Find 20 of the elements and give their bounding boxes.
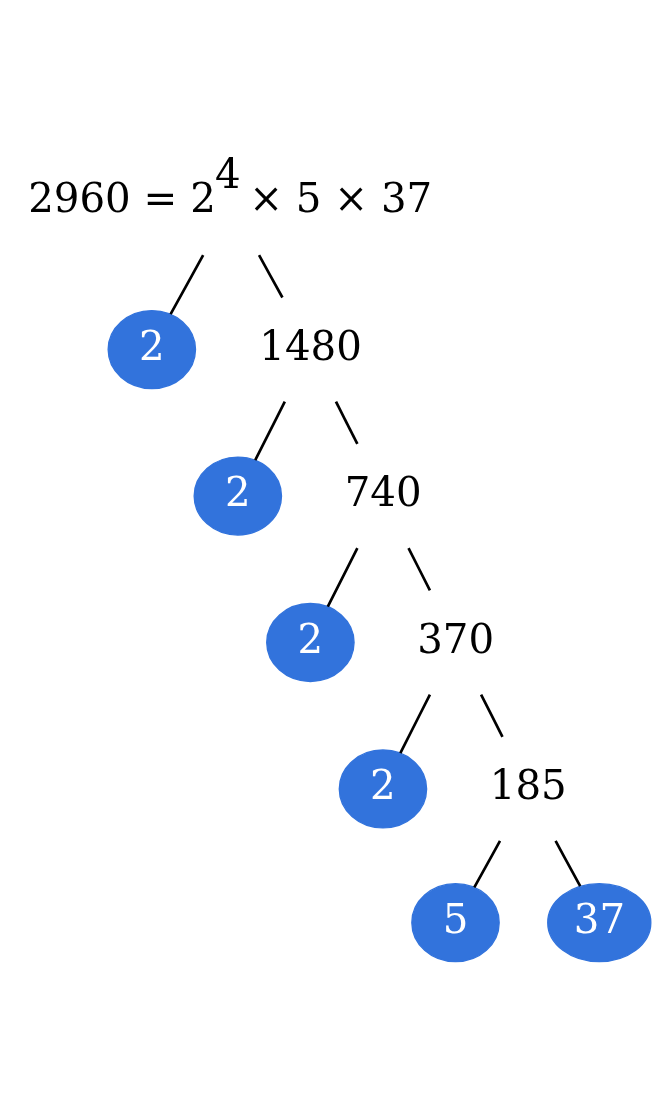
- connector: [334, 401, 359, 445]
- connector: [254, 401, 286, 461]
- connector: [407, 547, 432, 592]
- connector: [257, 254, 284, 299]
- node-ellipse: 2: [338, 749, 428, 829]
- node-text: 370: [417, 615, 495, 663]
- node-text: 1480: [259, 322, 362, 370]
- node-ellipse: 2: [266, 602, 355, 683]
- connector: [399, 693, 432, 754]
- node-ellipse: 37: [547, 883, 652, 963]
- connector: [473, 840, 502, 889]
- node-ellipse: 2: [193, 456, 283, 536]
- node-text: 185: [489, 762, 567, 810]
- connector: [326, 547, 359, 608]
- node-text: 740: [344, 469, 422, 517]
- connector: [479, 693, 504, 738]
- node-ellipse: 5: [411, 883, 500, 963]
- connector: [169, 254, 205, 315]
- node-ellipse: 2: [107, 309, 197, 390]
- connector: [554, 840, 582, 887]
